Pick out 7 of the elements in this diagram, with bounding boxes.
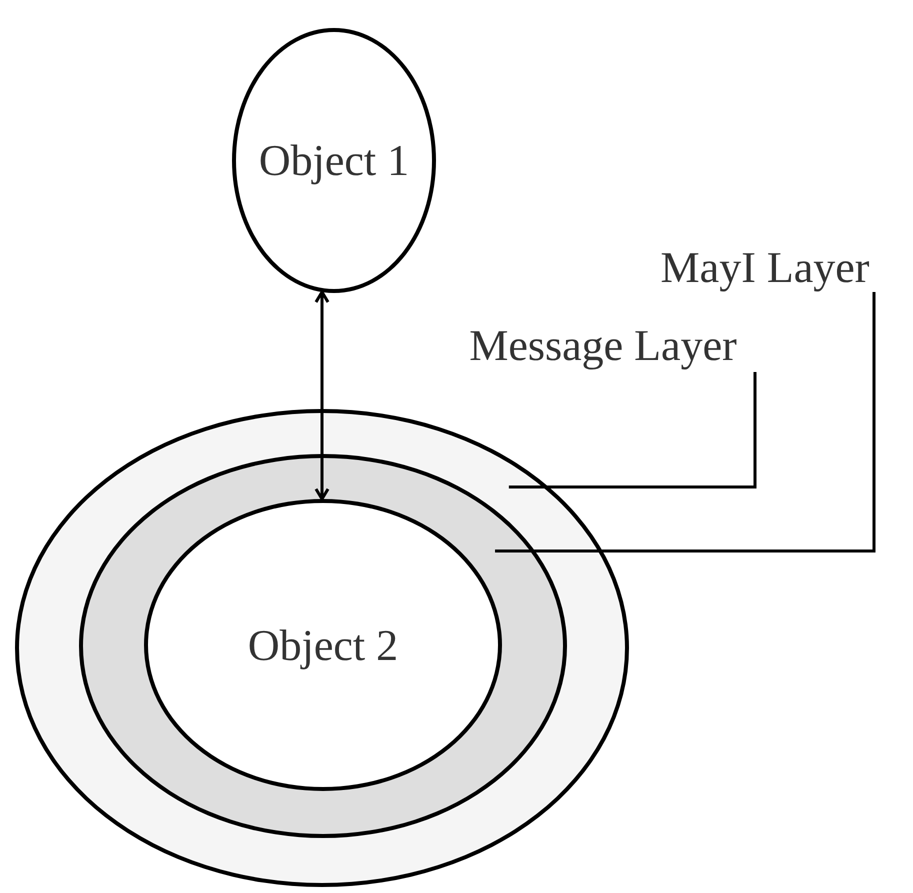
- node-label: Message Layer: [469, 320, 737, 370]
- node-label: MayI Layer: [660, 242, 870, 292]
- node-label: Object 1: [258, 135, 410, 186]
- double-arrow: [314, 290, 330, 500]
- node-label: Object 2: [248, 620, 398, 670]
- leader-line: [495, 292, 876, 552]
- leader-line: [508, 372, 756, 488]
